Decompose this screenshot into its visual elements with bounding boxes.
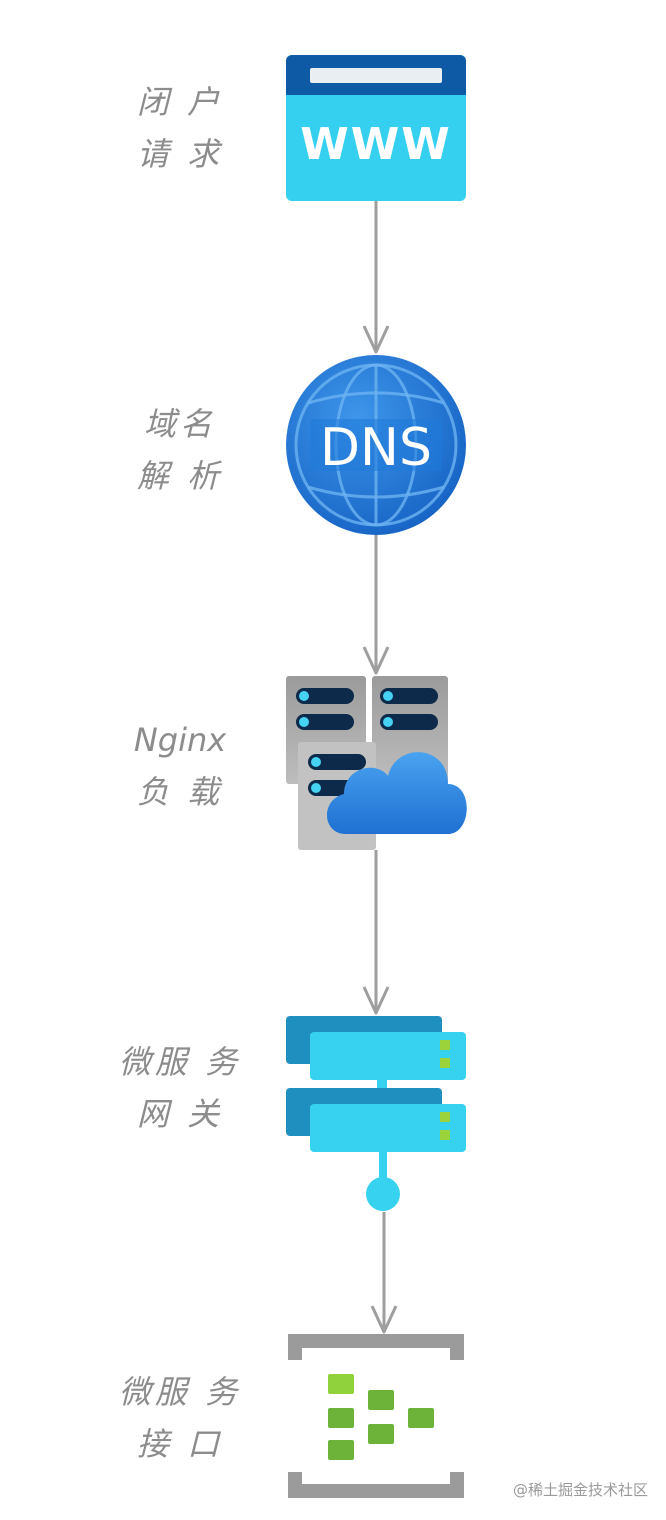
arrowhead-nginx	[362, 646, 390, 675]
label-nginx-line-2: 负 载	[136, 773, 224, 811]
label-service-line-2: 接 口	[136, 1425, 224, 1463]
label-nginx-line-1: Nginx	[133, 721, 227, 759]
label-service: 微服 务 接 口	[100, 1366, 260, 1470]
browser-www-icon: WWW	[286, 55, 466, 201]
label-nginx: Nginx 负 载	[100, 714, 260, 818]
label-dns-line-2: 解 析	[136, 457, 224, 495]
server-cloud-icon	[286, 676, 467, 850]
label-user-request-line-1: 闭 户	[136, 83, 224, 121]
arrowhead-service	[370, 1305, 398, 1334]
label-gateway: 微服 务 网 关	[100, 1036, 260, 1140]
browser-www-text: WWW	[300, 119, 452, 170]
watermark: @稀土掘金技术社区	[512, 1481, 648, 1499]
dns-globe-text: DNS	[320, 418, 432, 478]
label-gateway-line-1: 微服 务	[118, 1043, 242, 1081]
label-gateway-line-2: 网 关	[136, 1095, 224, 1133]
label-user-request: 闭 户 请 求	[100, 76, 260, 180]
label-user-request-line-2: 请 求	[136, 135, 224, 173]
dns-globe-icon: DNS	[286, 355, 466, 535]
label-service-line-1: 微服 务	[118, 1373, 242, 1411]
gateway-icon	[286, 1016, 466, 1211]
label-dns-line-1: 域名	[143, 405, 216, 443]
arrowhead-dns	[362, 325, 390, 354]
service-icon	[288, 1334, 464, 1498]
label-dns: 域名 解 析	[100, 398, 260, 502]
arrowhead-gateway	[362, 986, 390, 1015]
